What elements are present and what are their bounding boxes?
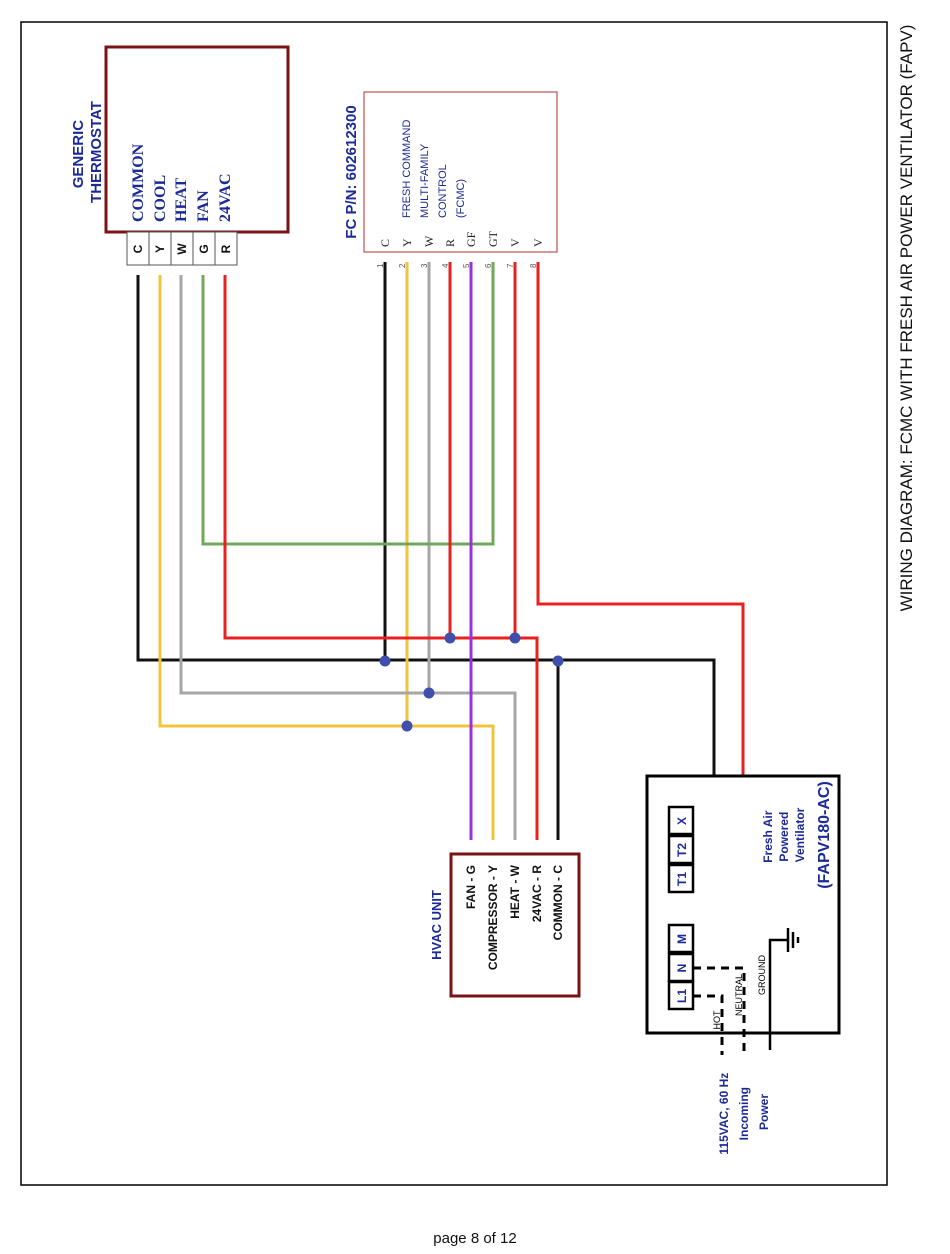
fcmc-terminal-number: 3 [420,263,429,268]
diagram-border [20,21,888,1186]
fapv-control-terminal-label: T1 [675,872,689,886]
junction-dot [423,687,435,699]
hvac-terminal-label: COMPRESSOR - Y [486,865,500,970]
thermostat-terminal-label: G [197,244,211,253]
fapv-power-terminals: M N L1 [667,923,695,1011]
label-neutral: NEUTRAL [734,974,744,1016]
fcmc-terminal-number: 4 [441,263,450,268]
fcmc-description: FRESH COMMAND MULTI-FAMILY CONTROL (FCMC) [401,120,467,218]
fapv-control-terminal-label: T2 [675,843,689,857]
page-footer: page 8 of 12 [433,1230,517,1247]
fapv-power-terminal-label: N [675,964,689,973]
fcmc-description-line: (FCMC) [455,179,467,218]
fcmc-terminal-number: 6 [484,263,493,268]
junction-dot [444,632,456,644]
fcmc-terminal-label: Y [400,238,414,247]
label-hot: HOT [712,1010,722,1030]
ground-icon [768,928,800,1050]
fcmc-terminal-number: 7 [506,263,515,268]
incoming-power-wires [693,966,746,1055]
fcmc-part-number: FC P/N: 602612300 [343,105,360,238]
junction-dot [401,720,413,732]
junction-dot [509,632,521,644]
thermostat-terminal-label: W [175,243,189,255]
wire-cool-thermostat [158,275,495,840]
neutral-wire [693,966,746,1055]
thermostat-function-label: FAN [195,190,212,222]
fcmc-controller: FC P/N: 602612300 FRESH COMMAND MULTI-FAM… [343,91,558,268]
fcmc-description-line: MULTI-FAMILY [419,143,431,218]
hvac-terminal-label: 24VAC - R [530,865,544,922]
fcmc-terminal-number: 5 [462,263,471,268]
fcmc-terminal-number: 1 [376,263,385,268]
fapv-power-terminal-label: L1 [675,989,689,1003]
fcmc-terminal-label: W [422,235,436,247]
thermostat-heading: GENERIC THERMOSTAT [70,101,105,203]
hvac-terminal-label: COMMON - C [551,865,565,941]
hvac-terminal-label: HEAT - W [508,864,522,918]
hvac-terminal-label: FAN - G [464,865,478,909]
fcmc-terminal-label: V [531,238,545,247]
fapv-model: (FAPV180-AC) [816,781,833,889]
fcmc-terminal-label: GF [464,231,478,247]
thermostat-terminal-label: C [131,244,145,253]
power-supply-label: 115VAC, 60 Hz Incoming Power [717,1069,771,1154]
thermostat-function-label: COOL [152,175,169,222]
thermostat-function-label: HEAT [173,178,190,222]
fcmc-terminal-label: V [508,238,522,247]
hot-wire [693,994,724,1055]
fcmc-terminal-label: C [378,239,392,247]
fcmc-terminal-number: 2 [398,263,407,268]
wire-heat-thermostat [179,275,517,840]
thermostat-terminal-label: R [219,244,233,253]
junction-dot [379,655,391,667]
fcmc-terminals: C 1 Y 2 W 3 R 4 GF 5 GT 6 V 7 V 8 [376,230,545,268]
wire-fan-gt [201,262,495,546]
fapv-control-terminals: T1 T2 X [667,805,695,894]
fcmc-box [363,91,558,253]
fapv-control-terminal-label: X [675,817,689,825]
thermostat-box [104,45,290,234]
fapv-description: Fresh Air Powered Ventilator [761,807,807,863]
thermostat-terminal [214,231,238,266]
page-title: WIRING DIAGRAM: FCMC WITH FRESH AIR POWE… [897,25,916,612]
fapv-control-terminal [667,863,695,894]
hvac-unit: HVAC UNIT FAN - G COMPRESSOR - Y HEAT - W 2… [429,852,581,998]
wire-24vac-thermostat [223,275,539,840]
fapv-power-terminal-label: M [675,934,689,944]
fapv-control-terminal [667,805,695,836]
label-ground: GROUND [757,955,767,995]
hvac-terminal-labels: FAN - G COMPRESSOR - Y HEAT - W 24VAC - R CO… [464,864,565,970]
fcmc-terminal-label: R [443,239,457,247]
thermostat-function-label: 24VAC [217,173,234,222]
fcmc-description-line: CONTROL [437,164,449,218]
hvac-box [449,852,581,998]
fcmc-description-line: FRESH COMMAND [401,120,413,218]
junctions [379,632,564,732]
fcmc-terminal-number: 8 [529,263,538,268]
thermostat-function-label: COMMON [130,143,147,222]
fapv-control-terminal [667,834,695,865]
fcmc-terminal-label: GT [486,230,500,247]
fapv-power-terminal [667,980,695,1011]
thermostat-terminal-label: Y [153,245,167,253]
fapv-power-terminal [667,923,695,954]
hvac-heading: HVAC UNIT [429,890,444,960]
junction-dot [552,655,564,667]
